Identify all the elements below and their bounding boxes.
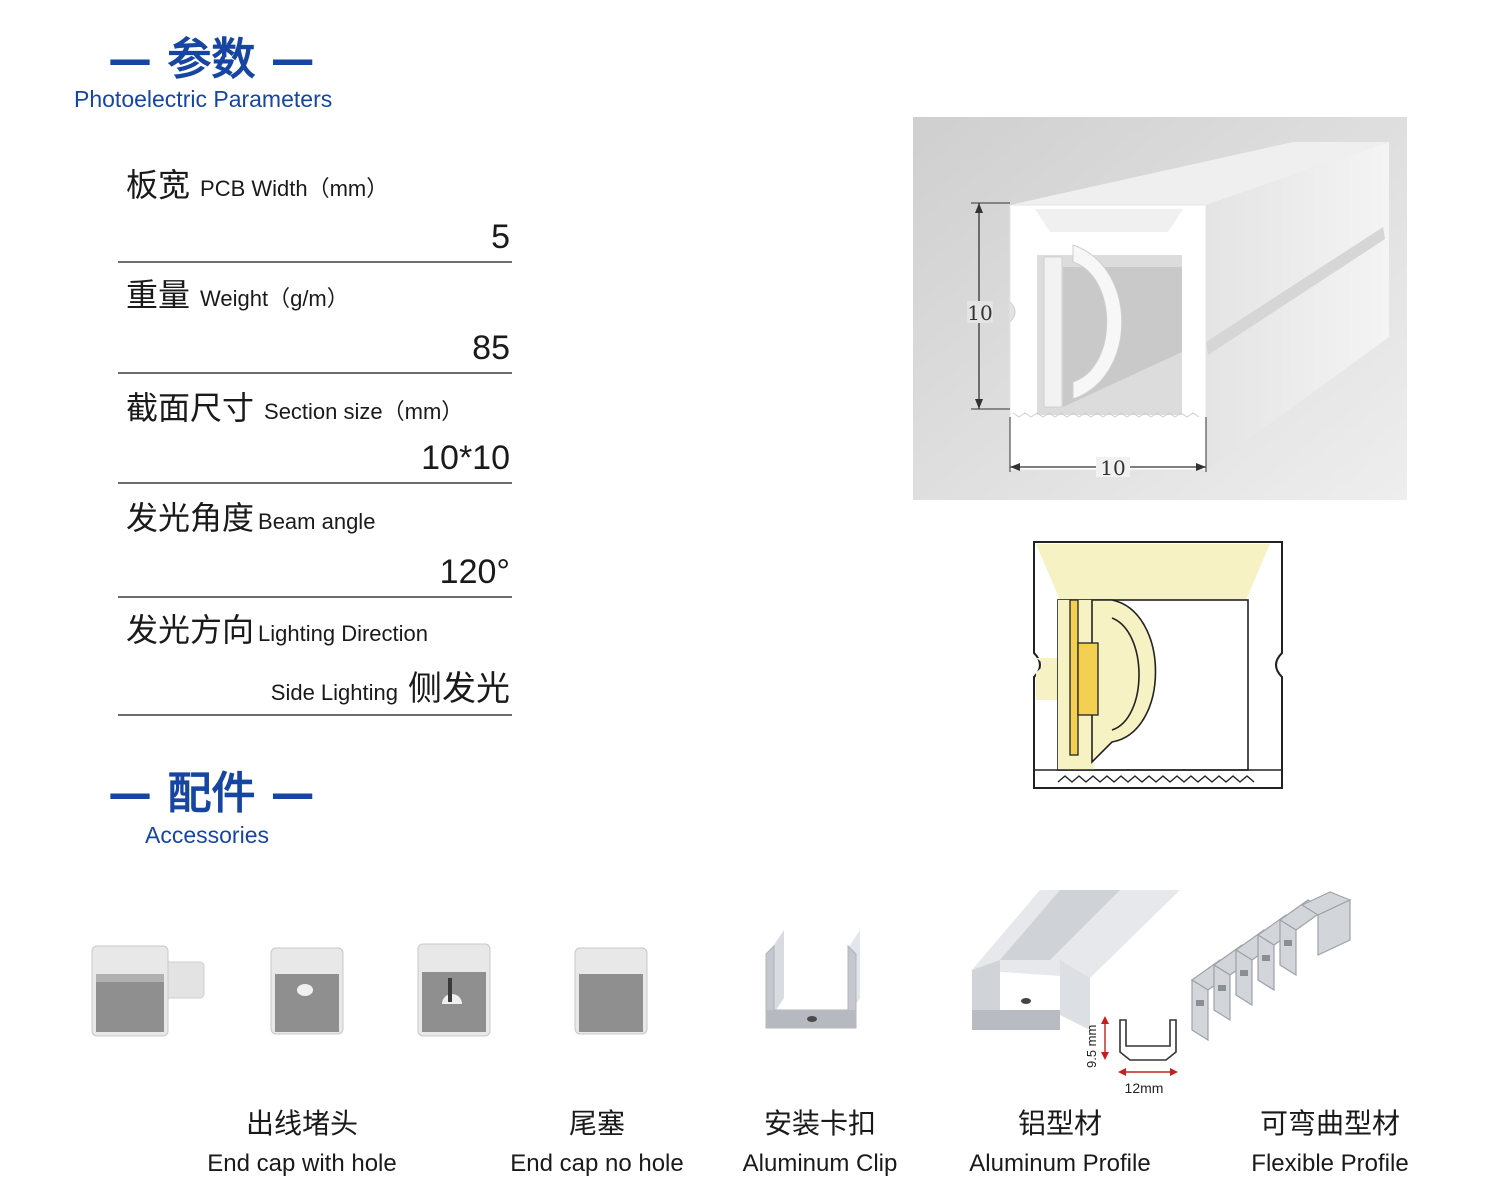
end-cap-with-hole-image <box>270 947 344 1035</box>
accessory-label-zh: 可弯曲型材 <box>1259 1107 1400 1140</box>
param-value: 85 <box>472 329 510 367</box>
param-value: 10*10 <box>421 439 510 477</box>
param-label-zh: 板宽 <box>126 166 191 204</box>
accessories-section-subtitle: Accessories <box>145 822 269 848</box>
param-label-en: Lighting Direction <box>258 621 428 646</box>
end-cap-no-hole-image <box>574 947 648 1035</box>
end-cap-with-outlet-image <box>91 945 205 1037</box>
param-row-section-size: 截面尺寸 Section size（mm） 10*10 <box>118 383 512 484</box>
accessory-label-zh: 铝型材 <box>1017 1107 1102 1140</box>
accessory-label-zh: 安装卡扣 <box>763 1107 876 1140</box>
accessory-label-zh: 尾塞 <box>568 1107 625 1140</box>
end-cap-with-slot-image <box>417 943 491 1037</box>
param-row-pcb-width: 板宽 PCB Width（mm） 5 <box>118 160 512 263</box>
param-label-en: Beam angle <box>258 509 376 534</box>
param-label-en: Weight（g/m） <box>200 286 349 311</box>
accessory-label-en: End cap no hole <box>510 1150 684 1177</box>
param-label-en: PCB Width（mm） <box>200 176 389 201</box>
accessory-label-en: End cap with hole <box>207 1150 397 1177</box>
accessory-label-zh: 出线堵头 <box>245 1107 358 1140</box>
param-label-zh: 重量 <box>126 276 191 314</box>
param-label-zh: 发光方向 <box>126 611 255 649</box>
param-label-zh: 发光角度 <box>126 499 255 537</box>
dimension-width-label: 10 <box>1100 456 1125 480</box>
param-value-en: Side Lighting <box>270 680 398 705</box>
params-section-title: — 参数 — <box>108 34 315 85</box>
param-label-en: Section size（mm） <box>264 399 464 424</box>
accessory-label-en: Aluminum Profile <box>969 1150 1151 1177</box>
accessory-label-en: Flexible Profile <box>1251 1150 1409 1177</box>
dimension-height-label: 10 <box>967 301 992 325</box>
accessory-label-en: Aluminum Clip <box>742 1150 898 1177</box>
param-value: Side Lighting 侧发光 <box>261 661 510 710</box>
param-value-zh: 侧发光 <box>408 670 510 708</box>
aluminum-clip-image <box>765 930 860 1029</box>
param-value: 5 <box>491 218 510 256</box>
aluminum-height-label: 9.5 mm <box>1084 1025 1099 1068</box>
aluminum-width-label: 12mm <box>1125 1080 1164 1096</box>
cross-section-diagram <box>1033 541 1283 789</box>
accessories-section-title: — 配件 — <box>108 768 315 819</box>
param-label-zh: 截面尺寸 <box>126 389 255 427</box>
product-3d-render: 10 10 <box>913 117 1407 500</box>
flexible-profile-image <box>1190 891 1352 1042</box>
params-section-subtitle: Photoelectric Parameters <box>74 86 333 112</box>
aluminum-profile-image: 9.5 mm 12mm <box>972 890 1180 1096</box>
param-row-weight: 重量 Weight（g/m） 85 <box>118 270 512 374</box>
param-value: 120° <box>439 553 510 591</box>
